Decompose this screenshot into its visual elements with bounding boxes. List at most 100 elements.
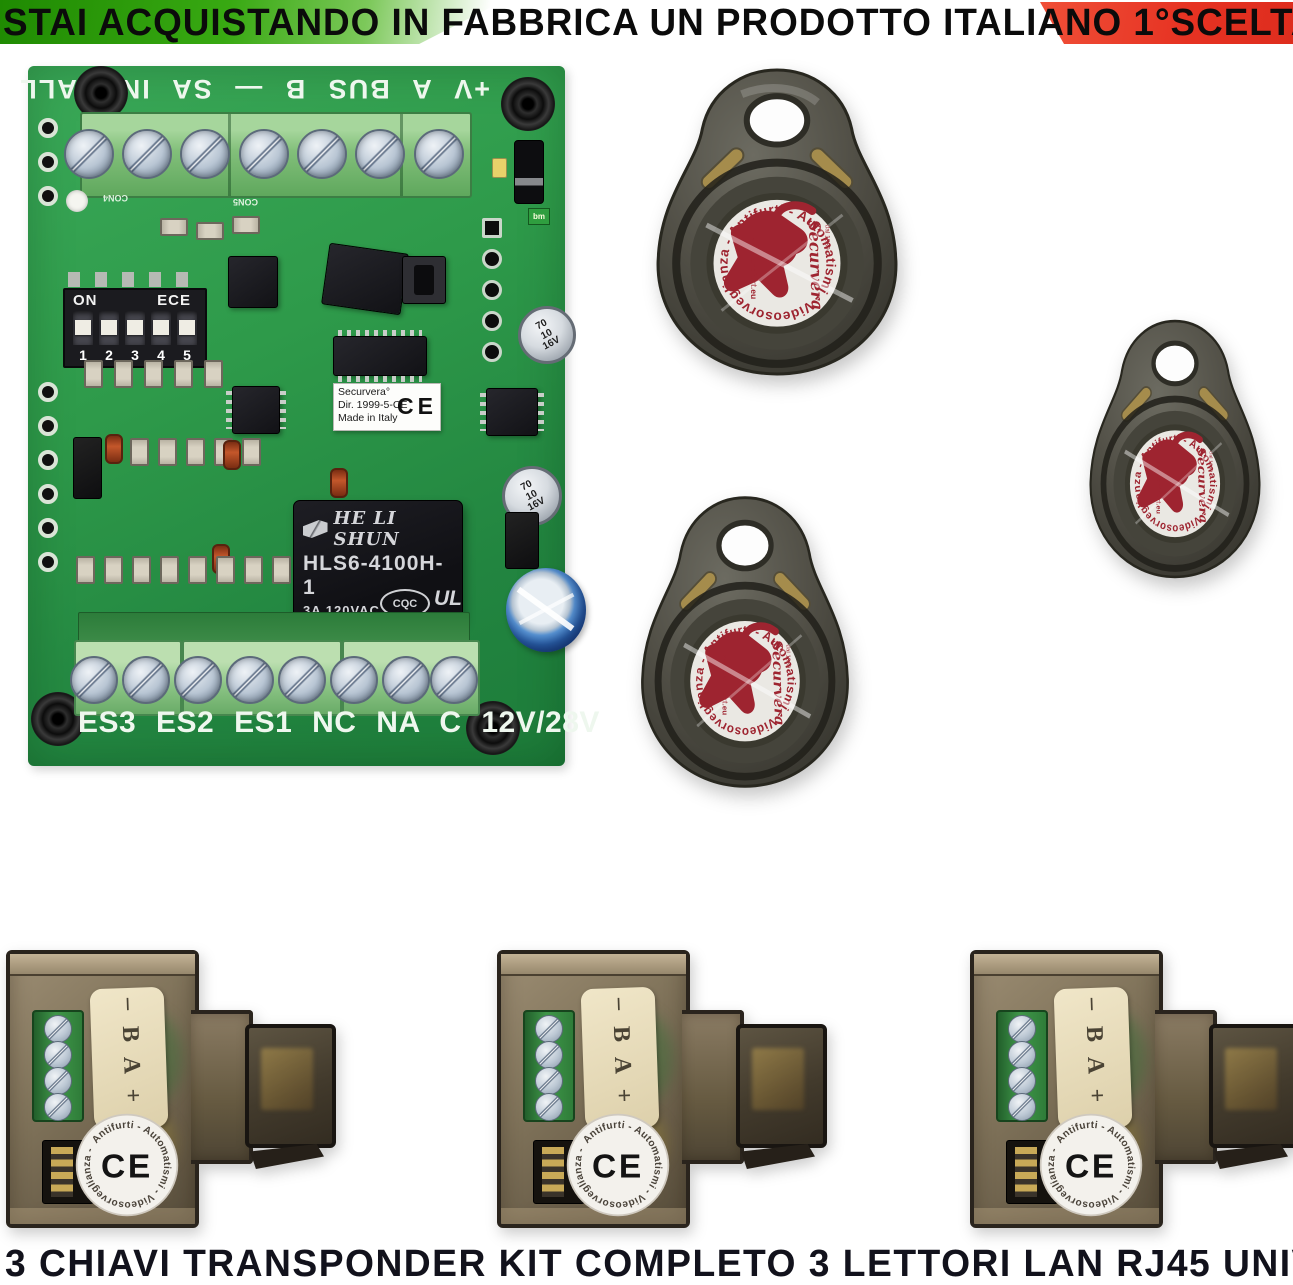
reader-bottom-edge xyxy=(501,1208,686,1224)
helishun-logo xyxy=(303,520,328,538)
mounting-hole xyxy=(501,77,555,131)
terminal-screw xyxy=(122,656,170,704)
ce-mark: CE xyxy=(101,1148,153,1185)
pin-header-hole xyxy=(482,280,502,300)
dip-slot xyxy=(177,311,197,345)
reader-terminal-block xyxy=(523,1010,575,1122)
through-hole xyxy=(38,450,58,470)
terminal-screw xyxy=(226,656,274,704)
product-title-caption: 3 CHIAVI TRANSPONDER KIT COMPLETO 3 LETT… xyxy=(5,1242,1293,1285)
label-made-in: Made in Italy xyxy=(338,412,398,425)
fob-brand-text: Securvera xyxy=(1195,447,1211,524)
reader-ce-sticker: Antifurti - Automatismi - Videosorveglia… xyxy=(74,1112,180,1218)
reader-connector-step xyxy=(191,1010,253,1164)
sticker-circle xyxy=(566,1113,670,1217)
terminal-screw xyxy=(64,129,114,179)
reader-bottom-edge xyxy=(10,1208,195,1224)
transistor xyxy=(505,512,539,569)
terminal-screw xyxy=(1008,1015,1036,1043)
smd-resistor xyxy=(272,556,291,584)
smd-resistor xyxy=(244,556,263,584)
securvera-s-swash xyxy=(1170,431,1203,488)
transponder-key-fob: Antifurti - Automatismi - Videosorveglia… xyxy=(1082,316,1268,582)
reader-bottom-edge xyxy=(974,1208,1159,1224)
glare-line xyxy=(683,642,812,719)
ce-mark: CE xyxy=(1065,1148,1117,1185)
reader-top-edge xyxy=(501,954,686,976)
terminal-screw xyxy=(355,129,405,179)
terminal-screw xyxy=(535,1093,563,1121)
reader-body: – B A + Antifurti - Automatismi - Videos… xyxy=(497,950,690,1228)
ic-chip xyxy=(228,256,278,308)
keyring-hole xyxy=(743,93,811,148)
terminal-screw xyxy=(414,129,464,179)
italian-flag-green-stripe xyxy=(0,0,505,44)
dip-knob xyxy=(75,320,91,335)
reader-terminal-block xyxy=(996,1010,1048,1122)
smd-resistor xyxy=(188,556,207,584)
fob-since-text: dal 1989 xyxy=(785,644,791,669)
fob-groove xyxy=(672,158,882,368)
italian-flag-red-stripe xyxy=(1040,2,1293,44)
dip-number: 3 xyxy=(131,347,139,363)
fob-graphic: Antifurti - Automatismi - Videosorveglia… xyxy=(641,496,849,788)
fob-url-text: www.antifurt.eu xyxy=(1155,459,1161,514)
board-top-silkscreen: +V A BUS B — SA INB ALL xyxy=(18,74,490,104)
terminal-screw xyxy=(44,1041,72,1069)
dip-number: 5 xyxy=(183,347,191,363)
blue-electrolytic-capacitor xyxy=(506,568,586,652)
transistor xyxy=(73,437,102,499)
ul-certification-mark: UL xyxy=(434,587,462,610)
reader-top-edge xyxy=(974,954,1159,976)
smd-resistor xyxy=(174,360,193,388)
reader-top-edge xyxy=(10,954,195,976)
terminal-screw xyxy=(1008,1067,1036,1095)
reader-ce-sticker: Antifurti - Automatismi - Videosorveglia… xyxy=(565,1112,671,1218)
reader-body: – B A + Antifurti - Automatismi - Videos… xyxy=(970,950,1163,1228)
top-banner: STAI ACQUISTANDO IN FABBRICA UN PRODOTTO… xyxy=(0,0,1293,46)
mounting-hole xyxy=(74,66,128,120)
ce-mark: CE xyxy=(397,393,437,419)
reader-body: – B A + Antifurti - Automatismi - Videos… xyxy=(6,950,199,1228)
label-directive: Dir. 1999-5-CE xyxy=(338,399,408,412)
smd-resistor xyxy=(114,360,133,388)
through-hole xyxy=(38,484,58,504)
terminal-screw xyxy=(278,656,326,704)
rj45-plug xyxy=(245,1024,336,1148)
dip-knob xyxy=(101,320,117,335)
fob-url-text: www.antifurt.eu xyxy=(749,234,759,299)
securvera-s-swash xyxy=(740,622,779,685)
terminal-screw xyxy=(44,1015,72,1043)
ssop-ic xyxy=(333,330,427,382)
securvera-ce-label: Securvera° Dir. 1999-5-CE Made in Italy … xyxy=(333,383,441,431)
terminal-screw xyxy=(122,129,172,179)
fob-graphic: Antifurti - Automatismi - Videosorveglia… xyxy=(1089,319,1261,579)
fob-brand-text: Securvera xyxy=(769,640,788,726)
dip-number: 1 xyxy=(79,347,87,363)
fob-groove xyxy=(654,581,836,781)
capacitor-text: 70 10 16V xyxy=(519,478,548,514)
terminal-screw xyxy=(180,129,230,179)
relay: HE LI SHUN HLS6-4100H-1 3A 120VAC 3A 24V… xyxy=(293,500,463,656)
through-hole xyxy=(38,186,58,206)
reader-connector-step xyxy=(1155,1010,1217,1164)
reader-wiring-label: – B A + xyxy=(580,986,660,1130)
dip-knob xyxy=(179,320,195,335)
dip-number: 2 xyxy=(105,347,113,363)
rj45-plug xyxy=(1209,1024,1293,1148)
dip-slot xyxy=(151,311,171,345)
glass-diode xyxy=(223,440,241,470)
through-hole xyxy=(38,152,58,172)
pin-header-hole xyxy=(482,218,502,238)
smd-resistor xyxy=(204,360,223,388)
smd-resistor xyxy=(84,360,103,388)
tactile-button xyxy=(402,256,446,304)
terminal-screw xyxy=(70,656,118,704)
terminal-screw xyxy=(535,1041,563,1069)
terminal-screw xyxy=(174,656,222,704)
dip-slot xyxy=(73,311,93,345)
reader-wiring-label: – B A + xyxy=(89,986,169,1130)
dip-slot xyxy=(125,311,145,345)
through-hole xyxy=(38,552,58,572)
